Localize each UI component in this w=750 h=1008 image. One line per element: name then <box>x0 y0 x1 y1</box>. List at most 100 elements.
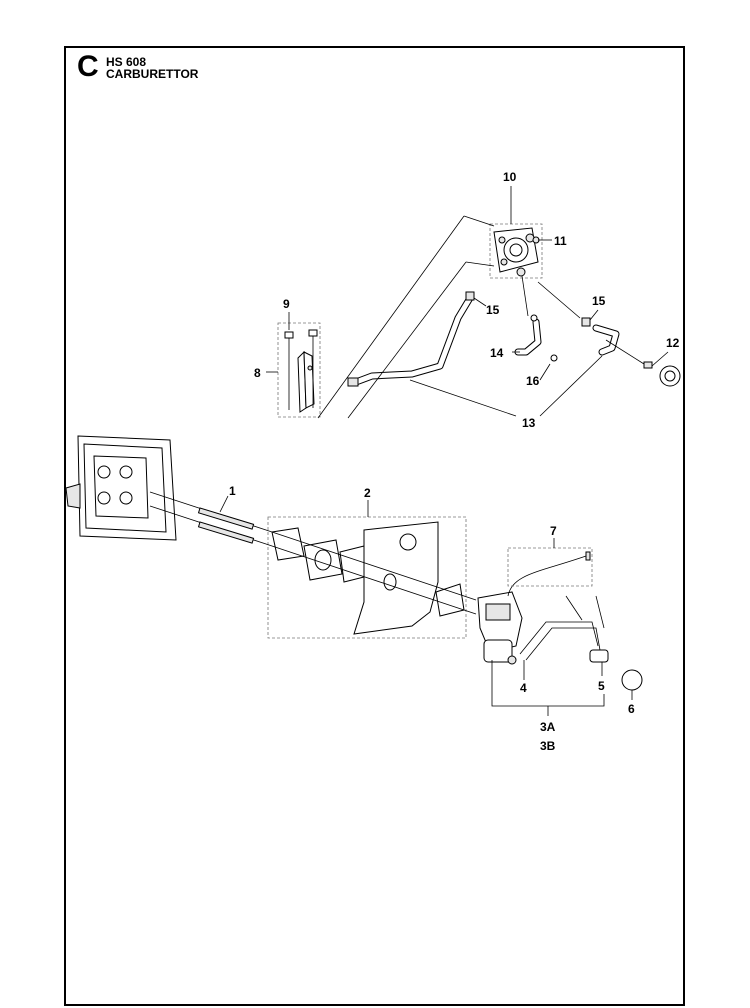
stud-bolt-1b <box>197 521 255 544</box>
tie-line <box>605 339 645 365</box>
fuel-pump-diaphragm-center <box>509 243 523 257</box>
port-hole <box>119 491 133 505</box>
stud-bolt-1 <box>197 507 255 530</box>
clip-16 <box>550 354 558 362</box>
page-title: CARBURETTOR <box>106 67 199 81</box>
governor-lever <box>589 649 609 663</box>
tie-line <box>463 215 495 227</box>
carburettor-group <box>477 555 587 665</box>
callout-15: 15 <box>592 294 606 308</box>
leader-3-bracket <box>491 660 605 707</box>
pump-outlet-fitting <box>516 267 526 277</box>
governor-rod-2 <box>525 627 601 661</box>
choke-rod-group <box>507 547 593 587</box>
carburettor-throttle <box>485 603 511 621</box>
port-hole <box>119 465 133 479</box>
bracket-group <box>277 322 321 418</box>
leader-12 <box>651 351 669 367</box>
gasket <box>271 527 305 561</box>
hose-14-inner <box>515 319 541 355</box>
governor-rod <box>519 621 599 655</box>
drain-screw <box>507 655 517 665</box>
tie-line <box>465 261 495 267</box>
callout-15: 15 <box>486 303 500 317</box>
spring <box>565 595 583 621</box>
clamp-15 <box>465 291 475 301</box>
model-name: HS 608 <box>106 55 147 69</box>
port-hole <box>97 465 111 479</box>
callout-13: 13 <box>522 416 536 430</box>
callout-2: 2 <box>364 486 371 500</box>
choke-rod-end <box>585 551 591 561</box>
callout-12: 12 <box>666 336 680 350</box>
bracket-hole <box>307 365 313 371</box>
leader-13b <box>539 355 603 417</box>
fuel-hose-right-inner <box>593 325 619 355</box>
leader-13a <box>409 379 517 417</box>
stud-bolt-group <box>197 507 255 544</box>
callout-8: 8 <box>254 366 261 380</box>
callout-11: 11 <box>554 234 567 248</box>
stud-line <box>265 543 477 615</box>
choke-rod-dashed-box <box>507 547 593 587</box>
fuel-hose <box>352 294 474 386</box>
callout-3a: 3A <box>540 720 556 734</box>
cylinder-head-fin <box>65 483 81 509</box>
fuel-hose-inner <box>353 295 473 385</box>
callout-7: 7 <box>550 524 557 538</box>
section-letter: C <box>77 50 99 83</box>
insulator-port <box>314 549 332 571</box>
clamp <box>643 361 653 369</box>
fuel-pump-group <box>489 223 543 279</box>
bracket-dashed-box <box>277 322 321 418</box>
leader-1 <box>219 495 229 513</box>
leader-16 <box>539 363 551 381</box>
linkage-group <box>519 595 643 691</box>
tie-line <box>347 261 467 419</box>
insulator-dashed-box <box>267 516 467 639</box>
tie-line <box>317 215 465 419</box>
leader-15b <box>589 309 599 321</box>
bolt-9-head <box>284 331 294 339</box>
tie-line <box>521 275 529 317</box>
callout-5: 5 <box>598 679 605 693</box>
clamp-15 <box>581 317 591 327</box>
fuel-hose-group <box>347 291 653 387</box>
bracket-face <box>303 351 315 409</box>
port-hole <box>97 491 111 505</box>
callout-16: 16 <box>526 374 540 388</box>
leader-15a <box>473 297 487 307</box>
intake-port-block <box>93 455 149 519</box>
callout-1: 1 <box>229 484 236 498</box>
heat-shield <box>353 521 439 635</box>
diagram-frame <box>64 46 685 1006</box>
float-bowl <box>483 639 513 663</box>
fuel-filter-group <box>659 365 681 387</box>
leader-lines <box>219 186 669 716</box>
callout-14: 14 <box>490 346 504 360</box>
choke-cable <box>507 555 587 597</box>
callout-4: 4 <box>520 681 527 695</box>
heat-shield-hole <box>399 533 417 551</box>
hose-clamp <box>347 377 359 387</box>
callout-9: 9 <box>283 297 290 311</box>
stud-line <box>265 529 477 601</box>
heat-shield-hole <box>383 573 397 591</box>
gasket-3 <box>435 583 465 617</box>
fuel-filter-inner <box>664 370 676 382</box>
callout-10: 10 <box>503 170 517 184</box>
tie-line <box>537 281 581 319</box>
callout-labels: 10 11 15 15 12 14 16 8 9 13 1 2 7 4 5 6 … <box>229 170 680 753</box>
callout-6: 6 <box>628 702 635 716</box>
pump-fitting <box>498 236 506 244</box>
spring-2 <box>595 595 605 629</box>
bolt-head <box>308 329 318 337</box>
fuel-pump-dashed-box <box>489 223 543 279</box>
callout-3b: 3B <box>540 739 556 753</box>
cover-6 <box>621 669 643 691</box>
hose-clip <box>530 314 538 322</box>
pump-fitting <box>500 258 508 266</box>
insulator-group <box>265 516 477 639</box>
cylinder-head-group <box>65 435 267 545</box>
